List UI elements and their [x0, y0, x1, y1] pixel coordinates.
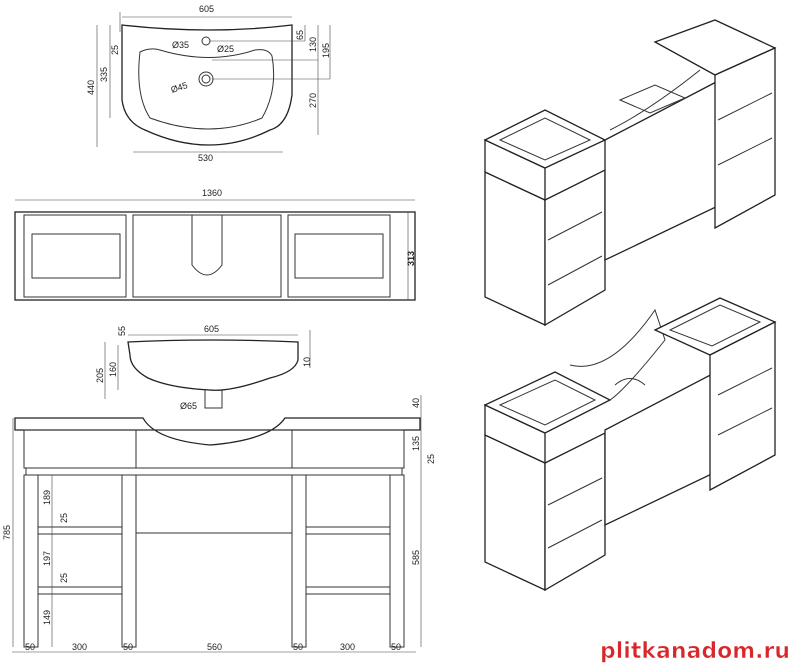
dim-side-bowl: 160: [108, 362, 118, 377]
dim-right-0: 65: [295, 30, 305, 40]
dim-side-width: 605: [204, 324, 219, 334]
dim-right-1: 130: [308, 37, 318, 52]
dim-right-2: 195: [321, 43, 331, 58]
dim-bottom-4: 50: [293, 642, 303, 652]
dim-side-drain: Ø65: [180, 401, 197, 411]
dim-shelf-gap-1: 197: [42, 551, 52, 566]
dim-shelf-thick-0: 25: [59, 513, 69, 523]
dim-bottom-5: 300: [340, 642, 355, 652]
dim-basin-depth-inner: 335: [99, 67, 109, 82]
dim-drawer: 135: [411, 436, 421, 451]
dim-basin-width-bottom: 530: [198, 153, 213, 163]
isometric-view-closed: [483, 19, 777, 327]
dim-shelf-gap-2: 149: [42, 610, 52, 625]
dim-board: 25: [426, 454, 436, 464]
dim-shelf-gap-0: 189: [42, 490, 52, 505]
dim-side-rim: 10: [302, 357, 312, 367]
dim-basin-depth: 440: [86, 80, 96, 95]
dim-total-height: 785: [2, 525, 12, 540]
dim-bottom-1: 300: [72, 642, 87, 652]
watermark: plitkanadom.ru: [600, 639, 790, 664]
dim-bottom-6: 50: [391, 642, 401, 652]
dim-right-3: 270: [308, 93, 318, 108]
dim-side-height: 205: [95, 368, 105, 383]
dim-bottom-0: 50: [25, 642, 35, 652]
dim-total-width: 1360: [202, 188, 222, 198]
label-overflow: Ø25: [217, 44, 234, 54]
basin-side-view: 605 55 205 160 10 Ø65: [95, 324, 312, 411]
dim-side-lip: 55: [117, 326, 127, 336]
label-tap-hole: Ø35: [172, 40, 189, 50]
dim-top: 40: [411, 398, 421, 408]
cabinet-front-view: 785 189 25 197 25 149 40 135 25 585 50 3…: [2, 395, 436, 653]
isometric-view-open: [483, 297, 777, 592]
basin-top-view: 605 530 440 335 25 Ø35 Ø25 Ø45 65 130 19…: [86, 4, 331, 163]
dim-depth: 313: [406, 251, 416, 266]
dim-basin-width-top: 605: [199, 4, 214, 14]
cabinet-top-view: 1360 313: [14, 188, 416, 301]
dim-bottom-2: 50: [123, 642, 133, 652]
dim-rim: 25: [110, 45, 120, 55]
dim-bottom-3: 560: [207, 642, 222, 652]
dim-shelf-thick-1: 25: [59, 573, 69, 583]
dim-leg-height: 585: [411, 550, 421, 565]
